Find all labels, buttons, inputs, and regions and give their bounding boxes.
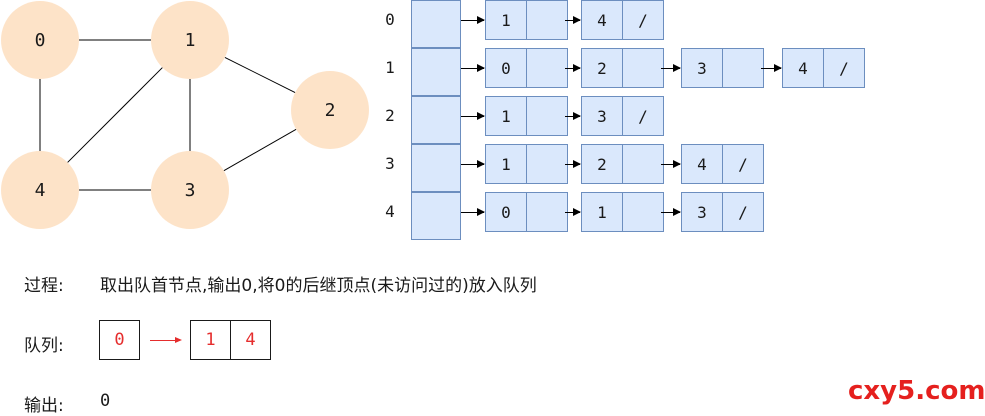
edge-2-3 <box>223 128 297 172</box>
list-node: 0 <box>485 48 568 88</box>
row-index: 1 <box>385 58 395 77</box>
dequeue-arrow <box>150 337 182 343</box>
output-label: 输出: <box>24 396 64 416</box>
edge-1-2 <box>224 56 296 94</box>
node-label: 1 <box>185 30 196 51</box>
list-node-null: / <box>823 49 864 87</box>
list-arrow <box>565 112 581 120</box>
list-arrow <box>461 64 485 72</box>
list-node-value: 1 <box>501 106 511 126</box>
edge-1-4 <box>67 67 163 163</box>
node-circle <box>291 71 369 149</box>
node-label: 0 <box>35 30 46 51</box>
graph-node-0: 0 <box>1 1 79 79</box>
list-node-next <box>622 193 663 231</box>
list-node-next <box>526 145 567 183</box>
list-arrow <box>461 208 485 216</box>
dequeued-node-value: 0 <box>114 330 125 350</box>
list-node-next <box>622 49 663 87</box>
graph-node-3: 3 <box>151 151 229 229</box>
list-node-value: 1 <box>501 154 511 174</box>
queue-item: 1 <box>205 330 216 350</box>
node-circle <box>1 151 79 229</box>
list-node: 2 <box>581 144 664 184</box>
list-node-value: 0 <box>501 202 511 222</box>
list-arrow <box>565 64 581 72</box>
list-node: 4/ <box>681 144 764 184</box>
list-arrow <box>565 16 581 24</box>
list-node-null: / <box>722 193 763 231</box>
list-node-next <box>526 97 567 135</box>
list-node-null: / <box>722 145 763 183</box>
node-label: 2 <box>325 100 336 121</box>
head-cell <box>411 0 461 48</box>
list-node-value: 1 <box>501 10 511 30</box>
list-node: 0 <box>485 192 568 232</box>
list-node-next <box>722 49 763 87</box>
list-node-value: 4 <box>798 58 808 78</box>
list-node: 4/ <box>581 0 664 40</box>
list-node: 3/ <box>581 96 664 136</box>
list-node-null: / <box>622 1 663 39</box>
head-cell <box>411 48 461 96</box>
list-node: 1 <box>485 0 568 40</box>
output-value: 0 <box>100 391 111 411</box>
row-index: 3 <box>385 154 395 173</box>
queue-item: 4 <box>230 321 270 359</box>
graph-diagram: 0 1 2 3 4 <box>1 1 369 229</box>
graph-node-4: 4 <box>1 151 79 229</box>
list-node: 2 <box>581 48 664 88</box>
list-node-value: 2 <box>597 154 607 174</box>
graph-node-2: 2 <box>291 71 369 149</box>
list-arrow <box>661 160 681 168</box>
head-cell <box>411 96 461 144</box>
list-node-value: 4 <box>597 10 607 30</box>
head-cell <box>411 144 461 192</box>
list-node-value: 3 <box>697 58 707 78</box>
list-node-next <box>526 49 567 87</box>
process-description: 取出队首节点,输出0,将0的后继顶点(未访问过的)放入队列 <box>100 276 537 296</box>
row-index: 2 <box>385 106 395 125</box>
list-node: 1 <box>581 192 664 232</box>
list-arrow <box>565 160 581 168</box>
row-index: 4 <box>385 202 395 221</box>
list-node-null: / <box>622 97 663 135</box>
list-arrow <box>661 208 681 216</box>
row-index: 0 <box>385 10 395 29</box>
list-arrow <box>461 160 485 168</box>
node-circle <box>1 1 79 79</box>
queue-label: 队列: <box>24 336 64 356</box>
watermark-logo: cxy5.com <box>848 376 985 406</box>
node-circle <box>151 1 229 79</box>
list-arrow <box>661 64 681 72</box>
node-label: 3 <box>185 180 196 201</box>
list-node-value: 3 <box>697 202 707 222</box>
list-arrow <box>461 112 485 120</box>
head-cell <box>411 192 461 240</box>
list-node: 1 <box>485 144 568 184</box>
list-node-next <box>526 1 567 39</box>
list-node-value: 0 <box>501 58 511 78</box>
list-node-next <box>622 145 663 183</box>
list-node-value: 3 <box>597 106 607 126</box>
list-arrow <box>461 16 485 24</box>
dequeued-node-box: 0 <box>99 320 140 360</box>
node-circle <box>151 151 229 229</box>
list-arrow <box>565 208 581 216</box>
process-label: 过程: <box>24 276 64 296</box>
list-node: 3 <box>681 48 764 88</box>
list-arrow <box>761 64 782 72</box>
node-label: 4 <box>35 180 46 201</box>
list-node-value: 2 <box>597 58 607 78</box>
list-node-value: 1 <box>597 202 607 222</box>
list-node: 3/ <box>681 192 764 232</box>
list-node-value: 4 <box>697 154 707 174</box>
list-node: 1 <box>485 96 568 136</box>
list-node: 4/ <box>782 48 865 88</box>
graph-node-1: 1 <box>151 1 229 79</box>
list-node-next <box>526 193 567 231</box>
